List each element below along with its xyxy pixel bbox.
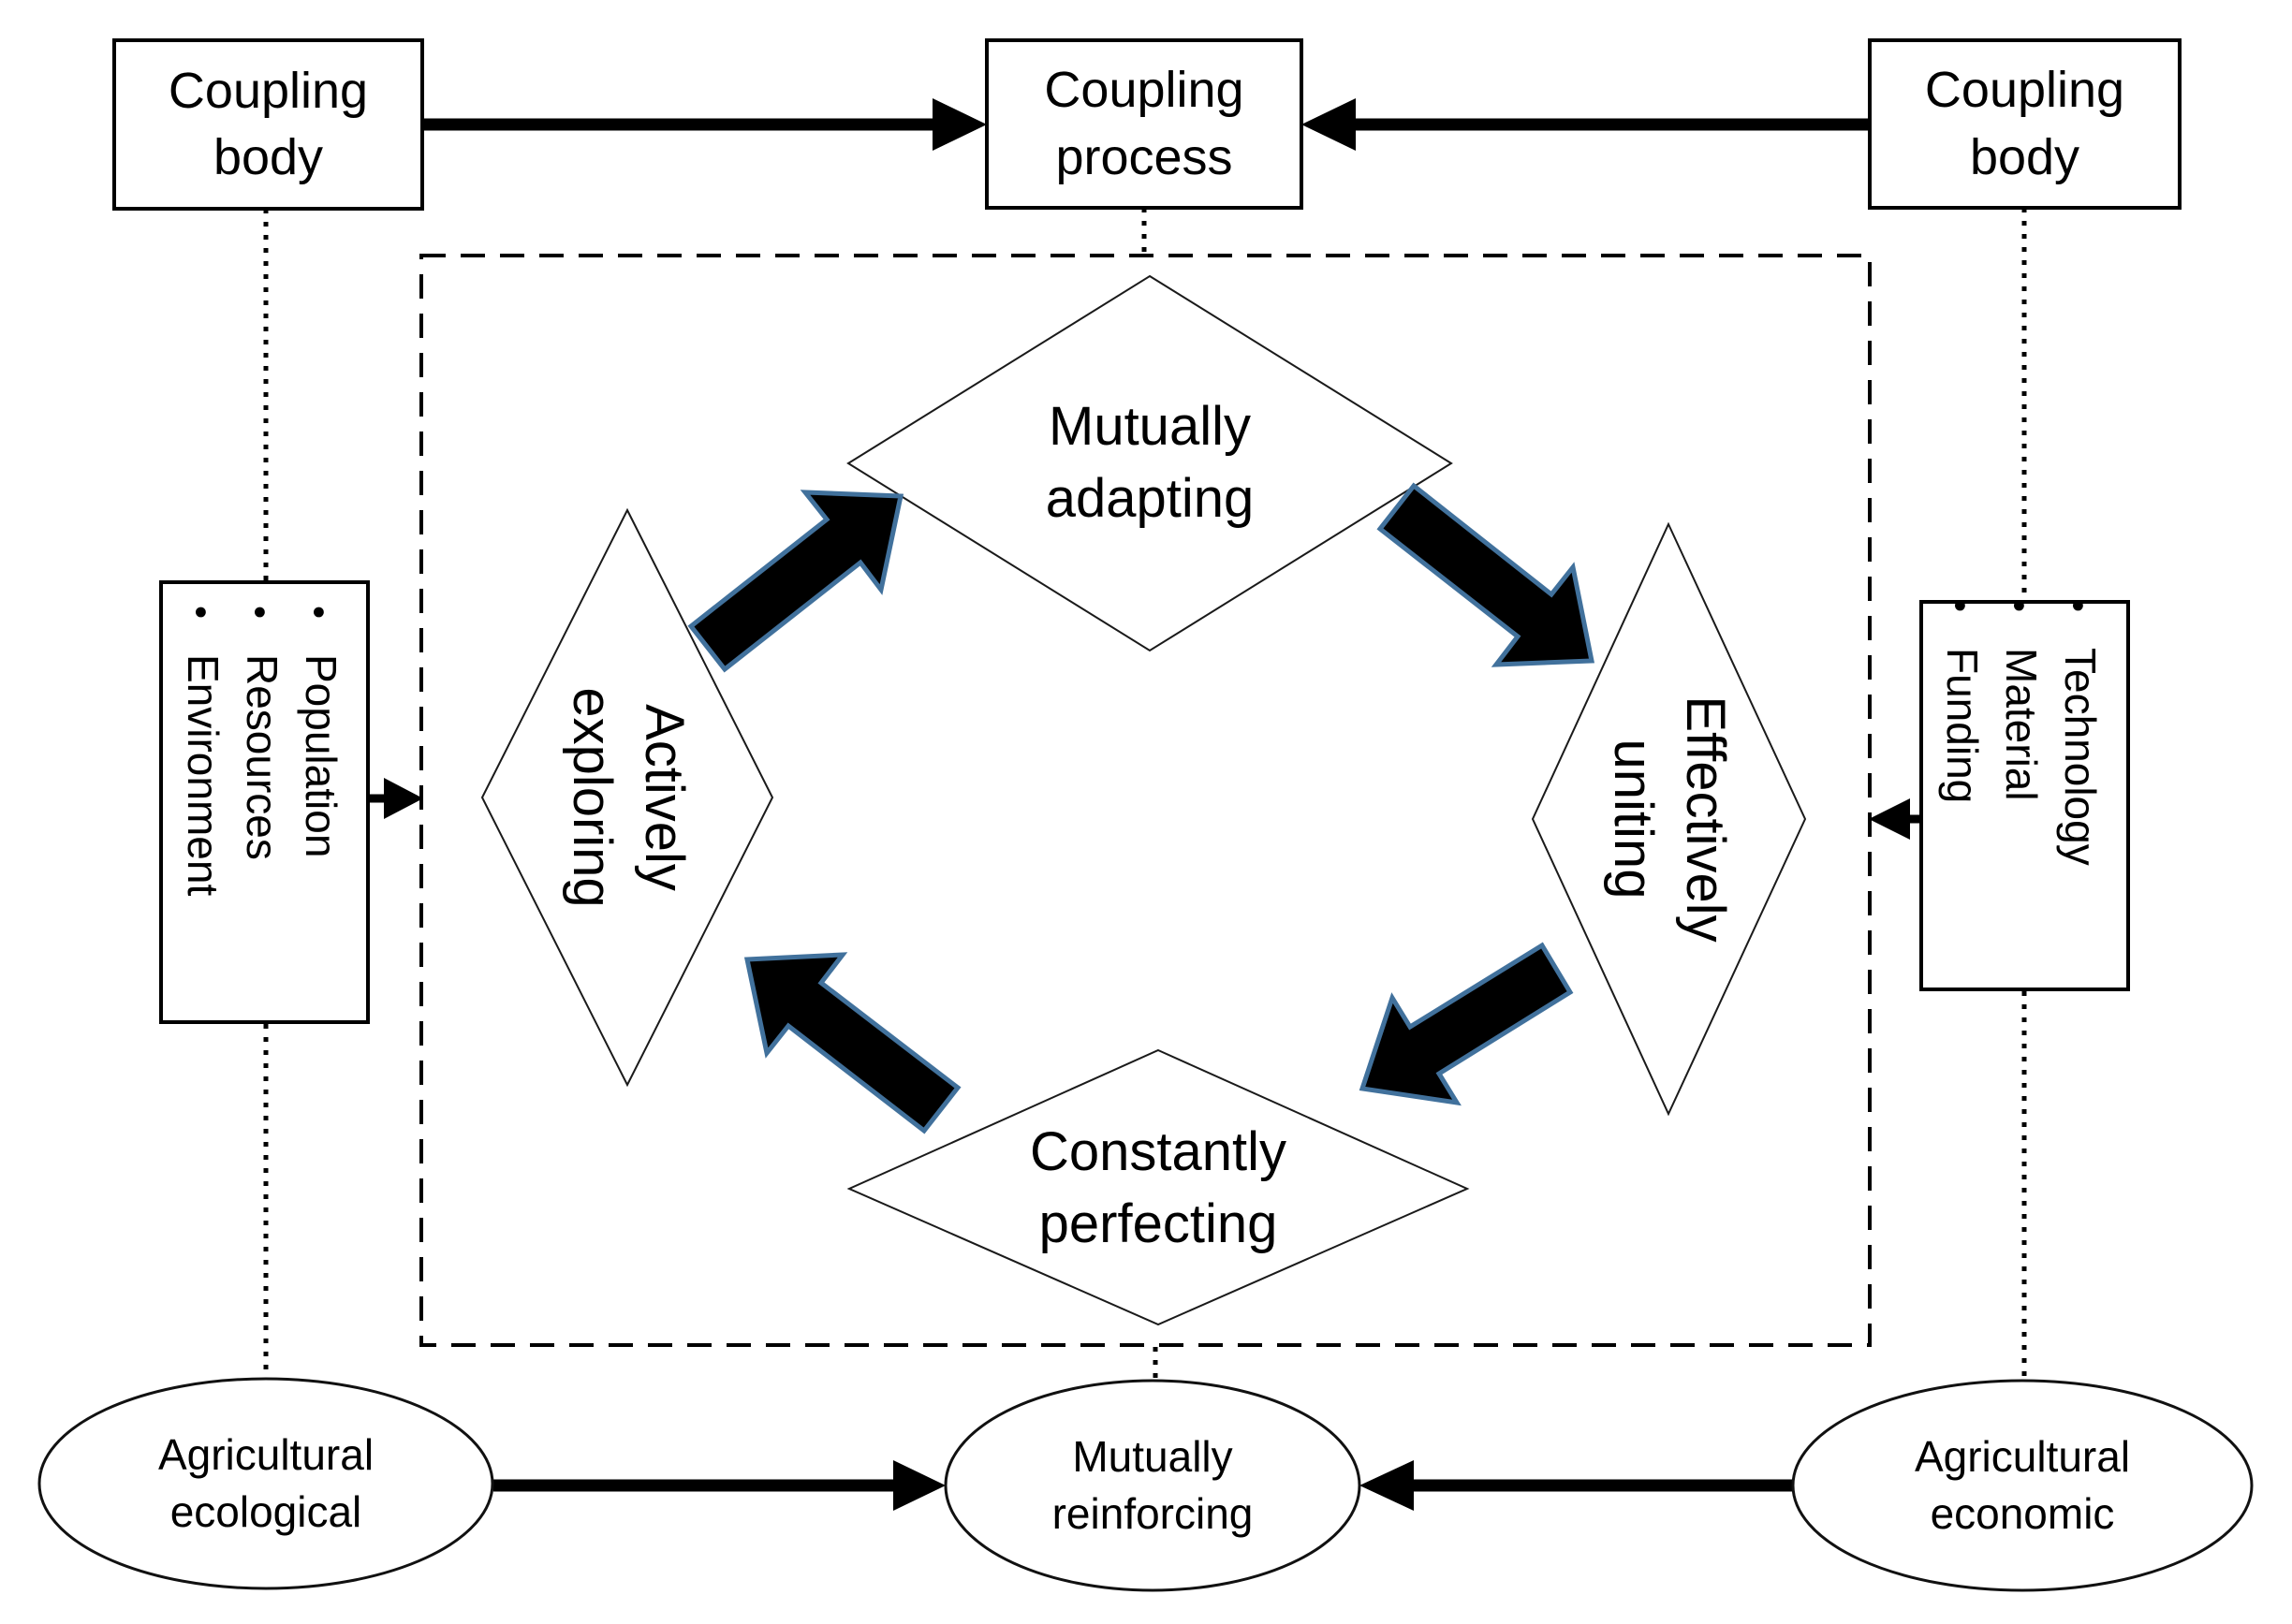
cycle-arrow-uniting-to-perfecting bbox=[1359, 942, 1574, 1106]
right-input-label: Funding bbox=[1938, 648, 1987, 804]
ellipse-agricultural-economic bbox=[1791, 1379, 2254, 1592]
diamond-mutually-adapting bbox=[846, 274, 1453, 652]
left-input-label: Environment bbox=[179, 654, 228, 897]
mutually-adapting-label: Mutually adapting bbox=[1045, 396, 1255, 529]
arrowhead-rightinputs-to-boundary bbox=[1869, 798, 1910, 840]
ellipse-agricultural-ecological bbox=[37, 1377, 494, 1590]
bullet-icon: • bbox=[180, 606, 221, 620]
right-input-item-technology: • Technology bbox=[2050, 599, 2108, 992]
diamond-actively-exploring bbox=[480, 507, 774, 1088]
constantly-perfecting-label: Constantly perfecting bbox=[1029, 1121, 1287, 1254]
coupling-process-label: Coupling process bbox=[1044, 62, 1244, 185]
right-input-label: Technology bbox=[2056, 648, 2105, 866]
diamond-constantly-perfecting bbox=[846, 1048, 1470, 1326]
left-input-label: Resources bbox=[238, 654, 286, 860]
coupling-body-right-label: Coupling body bbox=[1924, 62, 2125, 185]
right-input-item-funding: • Funding bbox=[1932, 599, 1991, 992]
arrowhead-rightbody-to-process bbox=[1301, 98, 1356, 151]
coupling-body-left-label: Coupling body bbox=[168, 62, 369, 185]
bullet-icon: • bbox=[298, 606, 339, 620]
right-inputs-list: • Technology • Material • Funding bbox=[1938, 599, 2108, 992]
mutually-reinforcing-label: Mutually reinforcing bbox=[1051, 1432, 1254, 1538]
box-coupling-process bbox=[985, 38, 1303, 210]
agricultural-ecological-label: Agricultural ecological bbox=[157, 1430, 375, 1536]
bullet-icon: • bbox=[239, 606, 280, 620]
left-input-item-population: • Population bbox=[290, 606, 349, 999]
arrowhead-economic-to-reinforcing bbox=[1359, 1460, 1414, 1511]
right-input-item-material: • Material bbox=[1991, 599, 2050, 992]
cycle-arrow-perfecting-to-exploring bbox=[743, 952, 962, 1134]
ellipse-mutually-reinforcing bbox=[944, 1379, 1361, 1592]
arrowhead-leftinputs-to-boundary bbox=[384, 778, 423, 819]
diamond-effectively-uniting bbox=[1531, 521, 1807, 1117]
right-input-label: Material bbox=[1997, 648, 2046, 801]
bullet-icon: • bbox=[1939, 599, 1980, 613]
box-right-inputs bbox=[1919, 600, 2130, 991]
agricultural-economic-label: Agricultural economic bbox=[1914, 1432, 2131, 1538]
left-input-item-resources: • Resources bbox=[231, 606, 290, 999]
cycle-arrow-exploring-to-adapting bbox=[687, 490, 904, 673]
cycle-arrow-adapting-to-uniting bbox=[1376, 482, 1595, 667]
arrowhead-leftbody-to-process bbox=[933, 98, 987, 151]
bullet-icon: • bbox=[2057, 599, 2098, 613]
actively-exploring-label: Actively exploring bbox=[562, 687, 695, 908]
effectively-uniting-label: Effectively uniting bbox=[1603, 695, 1736, 943]
left-input-item-environment: • Environment bbox=[172, 606, 231, 999]
bullet-icon: • bbox=[1998, 599, 2039, 613]
left-input-label: Population bbox=[297, 654, 345, 858]
coupling-boundary-dashed-rect bbox=[419, 254, 1872, 1347]
box-coupling-body-right bbox=[1868, 38, 2182, 210]
arrowhead-ecological-to-reinforcing bbox=[893, 1460, 946, 1511]
left-inputs-list: • Population • Resources • Environment bbox=[179, 606, 349, 999]
box-left-inputs bbox=[159, 580, 370, 1024]
box-coupling-body-left bbox=[112, 38, 424, 211]
